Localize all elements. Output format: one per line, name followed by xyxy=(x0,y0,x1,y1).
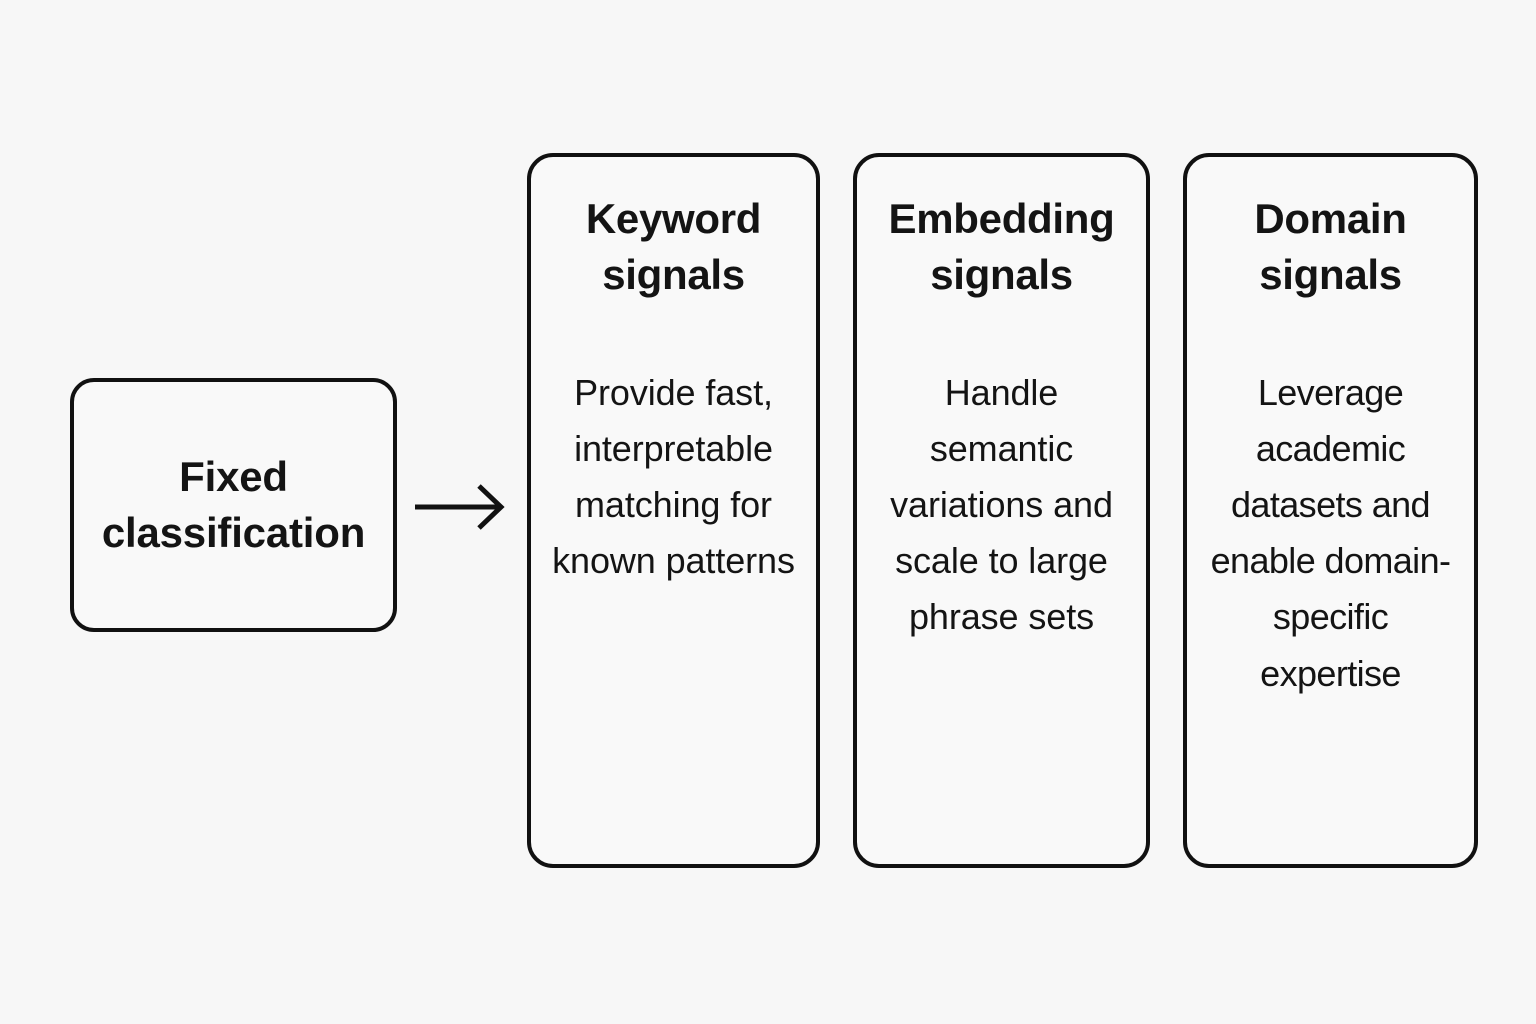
card-embedding-signals-title: Embedding signals xyxy=(888,195,1115,298)
card-domain-signals-title: Domain signals xyxy=(1254,195,1407,298)
card-embedding-signals-body: Handle semantic variations and scale to … xyxy=(890,371,1113,638)
card-domain-signals[interactable]: Domain signals Leverage academic dataset… xyxy=(1183,153,1478,868)
card-keyword-signals-title: Keyword signals xyxy=(585,195,762,298)
node-fixed-classification-label: Fixed classification xyxy=(101,452,366,556)
card-keyword-signals[interactable]: Keyword signals Provide fast, interpreta… xyxy=(527,153,820,868)
card-keyword-signals-body: Provide fast, interpretable matching for… xyxy=(552,371,795,582)
card-embedding-signals[interactable]: Embedding signals Handle semantic variat… xyxy=(853,153,1150,868)
node-fixed-classification[interactable]: Fixed classification xyxy=(70,378,397,632)
arrow-right-icon xyxy=(415,484,505,530)
connector-arrow xyxy=(405,478,515,536)
card-domain-signals-body: Leverage academic datasets and enable do… xyxy=(1210,371,1451,694)
